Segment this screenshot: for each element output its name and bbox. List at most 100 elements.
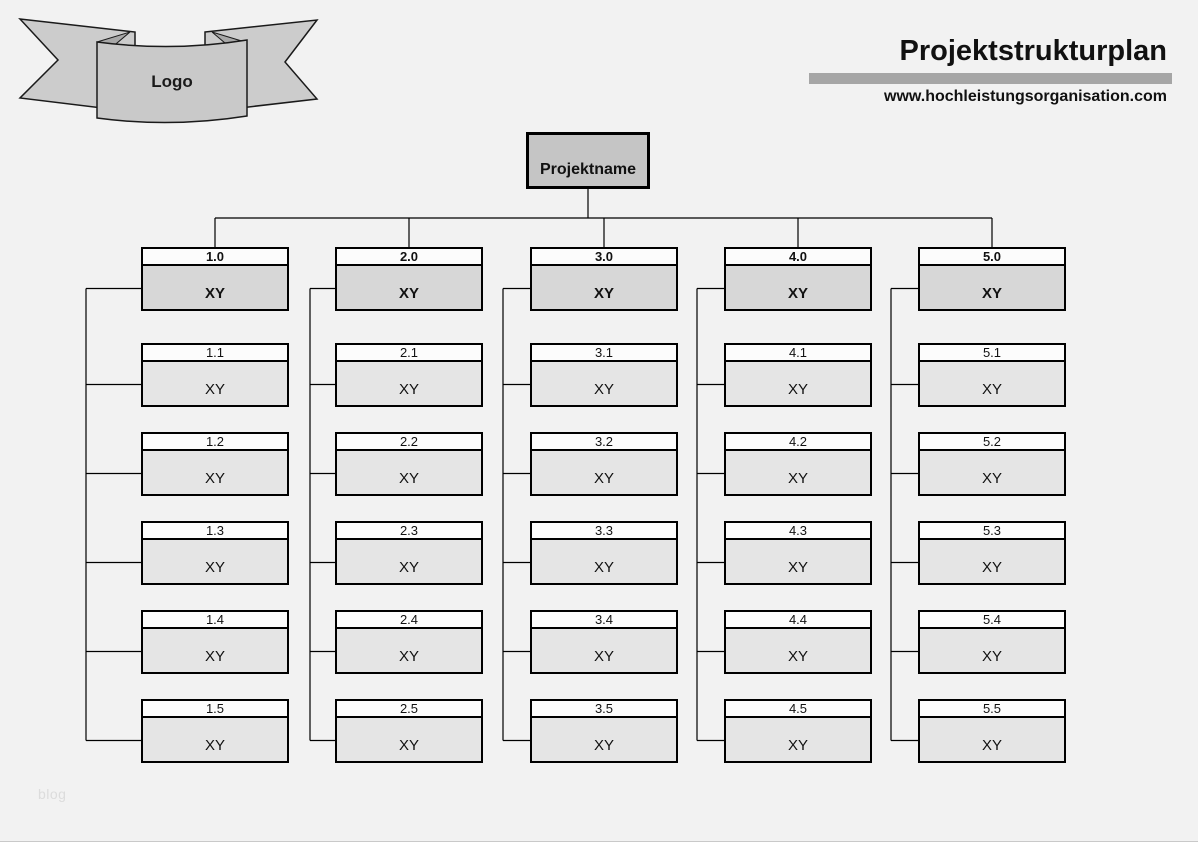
wbs-box-number: 4.1 bbox=[726, 345, 870, 362]
wbs-box-value: XY bbox=[143, 362, 287, 405]
logo-ribbon: Logo bbox=[18, 18, 319, 124]
wbs-box-value: XY bbox=[532, 451, 676, 494]
wbs-box-number: 2.3 bbox=[337, 523, 481, 540]
wbs-box-number: 2.2 bbox=[337, 434, 481, 451]
wbs-box-number: 4.2 bbox=[726, 434, 870, 451]
wbs-box-value: XY bbox=[920, 451, 1064, 494]
title-accent-bar bbox=[809, 73, 1172, 84]
wbs-box-number: 3.2 bbox=[532, 434, 676, 451]
root-node-label: Projektname bbox=[539, 161, 637, 178]
wbs-box-value: XY bbox=[726, 451, 870, 494]
wbs-box-value: XY bbox=[532, 629, 676, 672]
wbs-box-number: 5.5 bbox=[920, 701, 1064, 718]
wbs-box-number: 3.1 bbox=[532, 345, 676, 362]
wbs-box-number: 1.3 bbox=[143, 523, 287, 540]
wbs-box-number: 4.3 bbox=[726, 523, 870, 540]
website-url: www.hochleistungsorganisation.com bbox=[884, 88, 1167, 105]
wbs-box-value: XY bbox=[920, 718, 1064, 761]
wbs-box-number: 1.5 bbox=[143, 701, 287, 718]
wbs-box-number: 4.5 bbox=[726, 701, 870, 718]
wbs-box-value: XY bbox=[920, 362, 1064, 405]
wbs-box-value: XY bbox=[143, 451, 287, 494]
wbs-box-number: 5.1 bbox=[920, 345, 1064, 362]
wbs-box-value: XY bbox=[726, 718, 870, 761]
wbs-box-value: XY bbox=[143, 718, 287, 761]
wbs-box-number: 5.2 bbox=[920, 434, 1064, 451]
wbs-box-number: 5.3 bbox=[920, 523, 1064, 540]
wbs-box-number: 1.2 bbox=[143, 434, 287, 451]
wbs-box-value: XY bbox=[726, 629, 870, 672]
wbs-box-number: 5.4 bbox=[920, 612, 1064, 629]
root-node-projektname: Projektname bbox=[526, 132, 650, 189]
wbs-box-number: 3.0 bbox=[532, 249, 676, 266]
wbs-box-number: 1.4 bbox=[143, 612, 287, 629]
wbs-box-number: 2.0 bbox=[337, 249, 481, 266]
wbs-box-value: XY bbox=[726, 266, 870, 309]
wbs-box-number: 1.1 bbox=[143, 345, 287, 362]
wbs-box-number: 4.4 bbox=[726, 612, 870, 629]
wbs-box-number: 4.0 bbox=[726, 249, 870, 266]
wbs-box-value: XY bbox=[920, 629, 1064, 672]
wbs-box-value: XY bbox=[920, 540, 1064, 583]
wbs-box-value: XY bbox=[532, 362, 676, 405]
wbs-box-number: 3.5 bbox=[532, 701, 676, 718]
wbs-box-number: 3.3 bbox=[532, 523, 676, 540]
wbs-box-value: XY bbox=[337, 629, 481, 672]
wbs-box-value: XY bbox=[143, 266, 287, 309]
wbs-box-value: XY bbox=[337, 540, 481, 583]
wbs-box-number: 2.1 bbox=[337, 345, 481, 362]
title-block: Projektstrukturplan bbox=[900, 34, 1168, 68]
wbs-box-value: XY bbox=[337, 451, 481, 494]
page-title: Projektstrukturplan bbox=[899, 35, 1168, 67]
wbs-box-value: XY bbox=[337, 362, 481, 405]
ribbon-center-panel bbox=[96, 39, 248, 124]
wbs-box-value: XY bbox=[920, 266, 1064, 309]
logo-text: Logo bbox=[151, 72, 193, 91]
wbs-box-number: 2.4 bbox=[337, 612, 481, 629]
watermark-text: blog bbox=[38, 786, 67, 802]
wbs-box-number: 5.0 bbox=[920, 249, 1064, 266]
wbs-box-number: 2.5 bbox=[337, 701, 481, 718]
wbs-box-value: XY bbox=[337, 266, 481, 309]
wbs-box-value: XY bbox=[143, 629, 287, 672]
wbs-box-value: XY bbox=[532, 266, 676, 309]
wbs-box-value: XY bbox=[532, 540, 676, 583]
wbs-box-value: XY bbox=[726, 362, 870, 405]
wbs-box-value: XY bbox=[726, 540, 870, 583]
wbs-box-value: XY bbox=[532, 718, 676, 761]
wbs-box-number: 1.0 bbox=[143, 249, 287, 266]
wbs-box-value: XY bbox=[337, 718, 481, 761]
wbs-box-value: XY bbox=[143, 540, 287, 583]
